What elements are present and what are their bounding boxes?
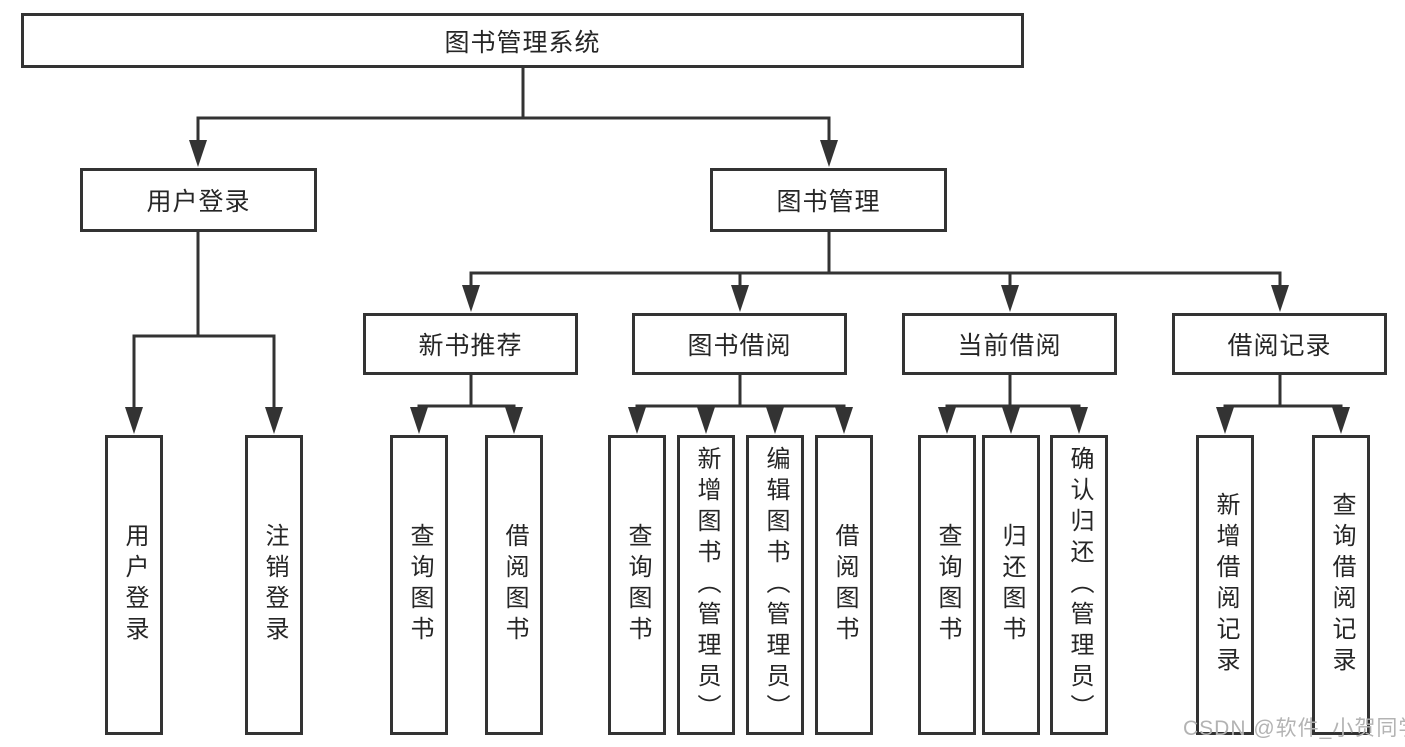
node-book-management: 图书管理 xyxy=(710,168,947,232)
leaf-query-books-newbooks: 查询图书 xyxy=(390,435,448,735)
arrowheads xyxy=(125,140,1350,434)
leaf-add-books-admin: 新增图书（管理员） xyxy=(677,435,735,735)
leaf-add-borrow-record: 新增借阅记录 xyxy=(1196,435,1254,735)
connector-root-bus xyxy=(196,66,831,120)
arrow-down-icon xyxy=(731,285,749,312)
arrow-down-icon xyxy=(1070,407,1088,434)
connector-book-borrow-bus xyxy=(635,373,846,430)
arrow-down-icon xyxy=(505,407,523,434)
node-borrow-records: 借阅记录 xyxy=(1172,313,1387,375)
leaf-query-books-borrow: 查询图书 xyxy=(608,435,666,735)
connector-borrow-records-bus xyxy=(1223,373,1343,430)
arrow-down-icon xyxy=(628,407,646,434)
leaf-borrow-books: 借阅图书 xyxy=(815,435,873,735)
leaf-logout: 注销登录 xyxy=(245,435,303,735)
arrow-down-icon xyxy=(697,407,715,434)
leaf-edit-books-admin: 编辑图书（管理员） xyxy=(746,435,804,735)
connector-user-login-bus xyxy=(132,230,276,430)
arrow-down-icon xyxy=(835,407,853,434)
leaf-user-login: 用户登录 xyxy=(105,435,163,735)
connector-mgmt-bus xyxy=(469,230,1282,275)
leaf-borrow-books-newbooks: 借阅图书 xyxy=(485,435,543,735)
arrow-down-icon xyxy=(1002,407,1020,434)
arrow-down-icon xyxy=(410,407,428,434)
leaf-confirm-return-admin: 确认归还（管理员） xyxy=(1050,435,1108,735)
node-book-borrow: 图书借阅 xyxy=(632,313,847,375)
arrow-down-icon xyxy=(462,285,480,312)
leaf-query-borrow-record: 查询借阅记录 xyxy=(1312,435,1370,735)
arrow-down-icon xyxy=(766,407,784,434)
csdn-watermark: CSDN @软件_小贺同学 xyxy=(1183,717,1405,740)
arrow-down-icon xyxy=(1001,285,1019,312)
arrow-down-icon xyxy=(189,140,207,167)
leaf-return-books: 归还图书 xyxy=(982,435,1040,735)
arrow-down-icon xyxy=(265,407,283,434)
node-current-borrow: 当前借阅 xyxy=(902,313,1117,375)
arrow-down-icon xyxy=(938,407,956,434)
arrow-down-icon xyxy=(820,140,838,167)
node-new-book-recommend: 新书推荐 xyxy=(363,313,578,375)
connector-new-books-bus xyxy=(417,373,516,430)
leaf-query-books-current: 查询图书 xyxy=(918,435,976,735)
node-root-library-system: 图书管理系统 xyxy=(21,13,1024,68)
arrow-down-icon xyxy=(1216,407,1234,434)
arrow-down-icon xyxy=(125,407,143,434)
arrow-down-icon xyxy=(1332,407,1350,434)
node-user-login: 用户登录 xyxy=(80,168,317,232)
arrow-down-icon xyxy=(1271,285,1289,312)
